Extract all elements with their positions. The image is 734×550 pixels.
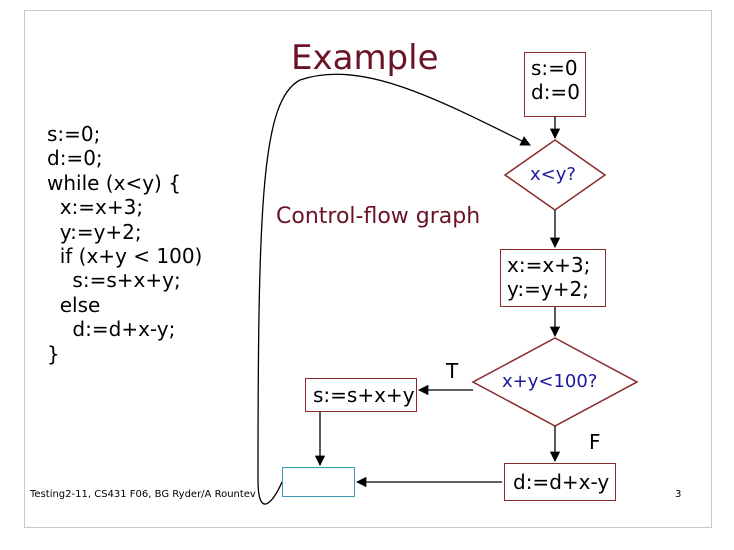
slide-title: Example (291, 38, 439, 78)
code-line: while (x<y) { (47, 170, 181, 195)
join-node (282, 467, 355, 497)
code-line: d:=d+x-y; (47, 317, 176, 342)
code-line: x:=x+3; (47, 195, 144, 220)
code-line: else (47, 292, 101, 317)
loop-cond-text: x<y? (530, 164, 576, 185)
code-line: y:=y+2; (47, 219, 142, 244)
code-listing: s:=0; d:=0; while (x<y) { x:=x+3; y:=y+2… (47, 122, 202, 366)
true-label: T (446, 359, 459, 383)
slide-footer: Testing2-11, CS431 F06, BG Ryder/A Rount… (30, 489, 256, 500)
code-line: d:=0; (47, 146, 103, 171)
init-node: s:=0 d:=0 (524, 52, 586, 117)
then-stmt: s:=s+x+y (313, 383, 415, 407)
code-line: } (47, 341, 60, 366)
branch-cond-text: x+y<100? (502, 371, 598, 392)
body-line: y:=y+2; (507, 277, 589, 301)
code-line: if (x+y < 100) (47, 243, 203, 268)
else-stmt: d:=d+x-y (513, 470, 610, 494)
page-number: 3 (675, 489, 682, 500)
else-node: d:=d+x-y (504, 463, 616, 501)
edge-back-loop (257, 73, 531, 505)
body-line: x:=x+3; (507, 253, 591, 277)
body-node: x:=x+3; y:=y+2; (500, 249, 606, 307)
init-line: d:=0 (531, 80, 580, 104)
cfg-label: Control-flow graph (276, 204, 481, 229)
code-line: s:=s+x+y; (47, 268, 181, 293)
then-node: s:=s+x+y (305, 378, 417, 412)
code-line: s:=0; (47, 122, 101, 146)
slide-frame (24, 10, 712, 528)
init-line: s:=0 (531, 56, 578, 80)
false-label: F (589, 430, 601, 454)
